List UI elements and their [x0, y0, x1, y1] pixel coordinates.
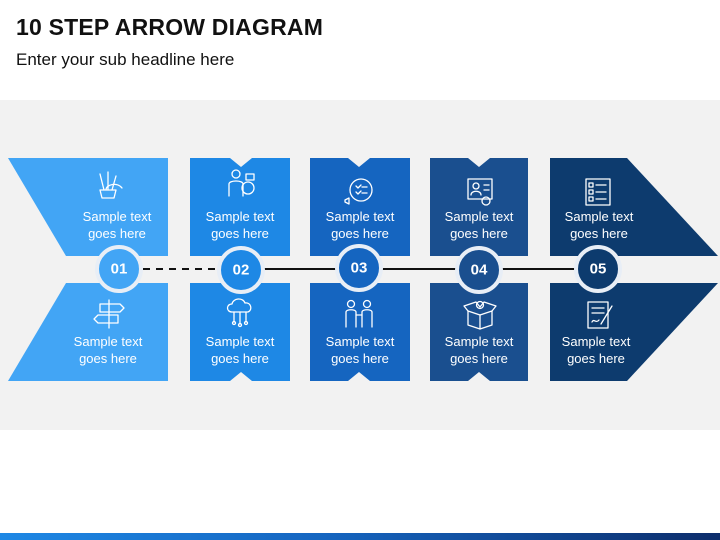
step-01-top-text-line1: Sample text: [83, 209, 152, 224]
signpost-icon: [93, 299, 125, 329]
step-03-bottom-text-line2: goes here: [331, 351, 389, 366]
step-04: Sample text goes here Sample text goes h…: [430, 158, 528, 381]
step-01-bottom-text-line2: goes here: [79, 351, 137, 366]
step-03-top-text-line1: Sample text: [326, 209, 395, 224]
step-04-number-circle: [455, 246, 503, 294]
person-money-icon: [228, 169, 255, 197]
step-01: Sample text goes here Sample text goes h…: [8, 158, 168, 381]
step-04-bottom-text-line1: Sample text: [445, 334, 514, 349]
step-05-top-text-line2: goes here: [570, 226, 628, 241]
step-01-number: 01: [111, 261, 128, 278]
step-01-top-text-line2: goes here: [88, 226, 146, 241]
step-02-top-text-line1: Sample text: [206, 209, 275, 224]
step-01-bottom-text-line1: Sample text: [74, 334, 143, 349]
step-03-number-circle: [335, 244, 383, 292]
step-04-top-card: [430, 158, 528, 256]
cloud-network-icon: [226, 298, 252, 328]
step-02-number: 02: [233, 262, 250, 279]
step-01-bottom-card: [8, 283, 168, 381]
step-03-bottom-text-line1: Sample text: [326, 334, 395, 349]
step-03-top-card: [310, 158, 410, 256]
step-04-number: 04: [471, 262, 488, 279]
contract-sign-icon: [587, 301, 613, 329]
step-03-top-text-line2: goes here: [331, 226, 389, 241]
step-03-bottom-card: [310, 283, 410, 381]
step-02-top-text-line2: goes here: [211, 226, 269, 241]
step-02-number-circle: [217, 246, 265, 294]
step-05-number: 05: [590, 261, 607, 278]
meeting-people-icon: [345, 299, 373, 328]
step-05-bottom-text-line1: Sample text: [562, 334, 631, 349]
step-01-number-circle: [95, 245, 143, 293]
step-04-top-text-line1: Sample text: [445, 209, 514, 224]
step-02: Sample text goes here Sample text goes h…: [190, 158, 290, 381]
step-02-bottom-card: [190, 283, 290, 381]
step-04-bottom-card: [430, 283, 528, 381]
page-subtitle: Enter your sub headline here: [16, 50, 235, 69]
page-title: 10 STEP ARROW DIAGRAM: [16, 14, 324, 40]
step-01-top-card: [8, 158, 168, 256]
step-02-bottom-text-line2: goes here: [211, 351, 269, 366]
id-card-icon: [467, 178, 493, 206]
step-02-bottom-text-line1: Sample text: [206, 334, 275, 349]
bottom-accent-bar: [0, 533, 720, 540]
megaphone-checklist-icon: [344, 178, 373, 205]
open-box-icon: [463, 300, 497, 330]
pencil-cup-icon: [99, 171, 123, 199]
step-05-top-text-line1: Sample text: [565, 209, 634, 224]
step-04-top-text-line2: goes here: [450, 226, 508, 241]
step-05-number-circle: [574, 245, 622, 293]
checklist-icon: [585, 178, 611, 206]
step-04-bottom-text-line2: goes here: [450, 351, 508, 366]
step-05: Sample text goes here Sample text goes h…: [550, 158, 718, 381]
step-02-top-card: [190, 158, 290, 265]
step-05-bottom-text-line2: goes here: [567, 351, 625, 366]
step-03-number: 03: [351, 260, 368, 277]
step-03: Sample text goes here Sample text goes h…: [310, 158, 410, 381]
